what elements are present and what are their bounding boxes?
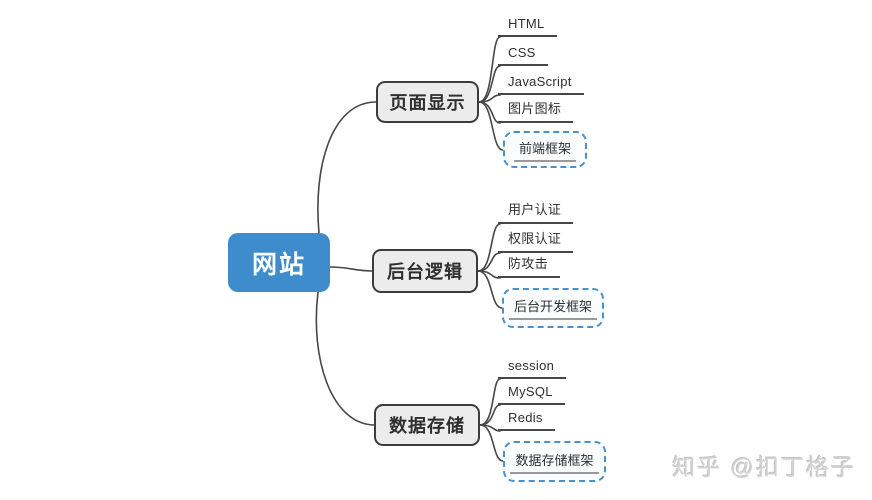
connector-leaf [479,378,501,426]
connector-leaf [477,270,501,279]
framework-node-data-storage[interactable]: 数据存储框架 [503,441,606,482]
branch-node-label: 后台逻辑 [387,262,463,282]
leaf-node-html[interactable]: HTML [498,11,557,37]
branch-node-backend-logic[interactable]: 后台逻辑 [372,249,478,293]
leaf-node-javascript[interactable]: JavaScript [498,69,584,95]
leaf-node-mysql[interactable]: MySQL [498,379,565,405]
leaf-node-redis[interactable]: Redis [498,405,555,431]
connector-leaf [478,101,501,124]
leaf-node-image-icons[interactable]: 图片图标 [498,97,574,123]
branch-node-label: 页面显示 [389,93,466,113]
leaf-label: 防攻击 [508,256,548,271]
connector-root-data-storage [315,291,375,426]
leaf-label: MySQL [508,384,553,399]
connector-root-backend-logic [329,266,373,272]
leaf-label: 用户认证 [508,202,562,217]
leaf-label: Redis [508,410,543,425]
framework-node-backend-dev[interactable]: 后台开发框架 [502,288,604,328]
framework-label: 后台开发框架 [508,296,597,320]
branch-node-page-display[interactable]: 页面显示 [376,81,479,123]
leaf-node-user-auth[interactable]: 用户认证 [498,198,574,224]
leaf-label: CSS [508,45,536,60]
connector-leaf [479,404,501,426]
root-node-label: 网站 [251,250,306,279]
framework-label: 前端框架 [513,138,576,162]
leaf-label: HTML [508,16,545,31]
branch-node-data-storage[interactable]: 数据存储 [374,404,480,446]
leaf-label: 图片图标 [508,101,562,116]
connector-leaf [478,65,501,103]
framework-label: 数据存储框架 [510,450,599,474]
leaf-node-permission-auth[interactable]: 权限认证 [498,227,574,253]
connector-leaf [479,424,501,432]
leaf-label: 权限认证 [508,231,562,246]
leaf-node-session[interactable]: session [498,353,567,379]
connector-leaf [477,252,501,272]
connector-leaf [477,223,501,272]
connector-leaf [478,36,501,103]
framework-node-frontend[interactable]: 前端框架 [503,131,587,168]
connector-root-page-display [317,101,377,234]
leaf-node-css[interactable]: CSS [498,40,548,66]
watermark-zhihu: 知乎 @扣丁格子 [672,454,856,480]
leaf-label: session [508,358,555,373]
connector-leaf [478,94,501,103]
leaf-node-anti-attack[interactable]: 防攻击 [498,252,560,278]
branch-node-label: 数据存储 [389,416,465,436]
leaf-label: JavaScript [508,74,572,89]
root-node-website[interactable]: 网站 [228,233,330,292]
